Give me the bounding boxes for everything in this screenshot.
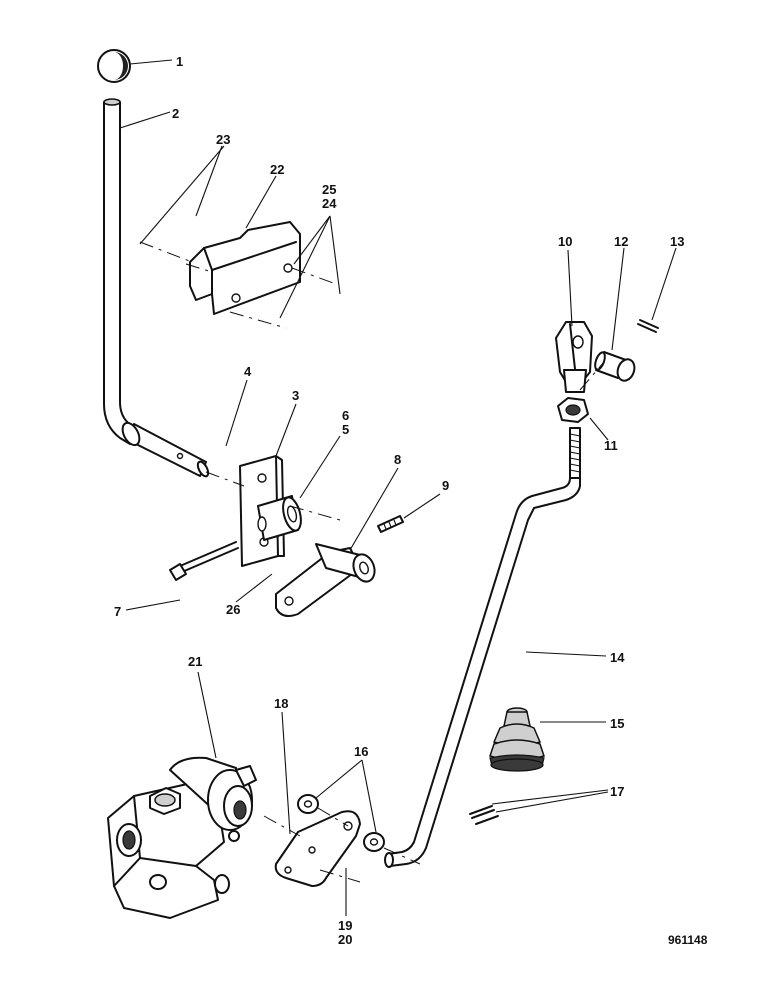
callout-16: 16: [354, 744, 368, 759]
leader-lines: [119, 59, 677, 916]
callout-2: 2: [172, 106, 179, 121]
part-split-pin: [637, 319, 659, 333]
callout-8: 8: [394, 452, 401, 467]
callout-10: 10: [558, 234, 572, 249]
part-valve-body: [107, 756, 257, 919]
callout-17: 17: [610, 784, 624, 799]
callout-19: 19: [338, 918, 352, 933]
callout-24: 24: [322, 196, 337, 211]
callout-21: 21: [188, 654, 202, 669]
part-washers: [297, 794, 385, 852]
callout-9: 9: [442, 478, 449, 493]
part-mounting-plate: [239, 455, 302, 567]
callout-3: 3: [292, 388, 299, 403]
callout-14: 14: [610, 650, 625, 665]
part-pins: [469, 805, 499, 825]
part-rubber-boot: [489, 707, 545, 772]
callout-4: 4: [244, 364, 252, 379]
callout-12: 12: [614, 234, 628, 249]
part-clevis: [555, 321, 593, 393]
part-clevis-pin: [594, 351, 636, 382]
callout-23: 23: [216, 132, 230, 147]
callout-13: 13: [670, 234, 684, 249]
callout-1: 1: [176, 54, 183, 69]
part-lever-rod: [103, 98, 210, 478]
part-bolt: [169, 541, 239, 581]
callout-18: 18: [274, 696, 288, 711]
callout-20: 20: [338, 932, 352, 947]
callout-15: 15: [610, 716, 624, 731]
callout-11: 11: [604, 438, 618, 453]
callout-22: 22: [270, 162, 284, 177]
callout-7: 7: [114, 604, 121, 619]
reference-number: 961148: [668, 933, 708, 947]
callout-labels: 1 2 3 4 5 6 7 8 9 10 11 12 13 14 15 16 1…: [114, 54, 684, 947]
callout-5: 5: [342, 422, 349, 437]
part-bracket-plate: [189, 221, 301, 315]
part-control-rod: [384, 427, 581, 868]
callout-6: 6: [342, 408, 349, 423]
callout-26: 26: [226, 602, 240, 617]
part-knob: [97, 49, 131, 83]
callout-25: 25: [322, 182, 336, 197]
part-link-plate: [274, 810, 361, 887]
part-nut: [557, 397, 589, 423]
part-roll-pin: [377, 515, 404, 533]
assembly-axes: [139, 241, 605, 883]
part-lever-arm: [275, 543, 376, 617]
